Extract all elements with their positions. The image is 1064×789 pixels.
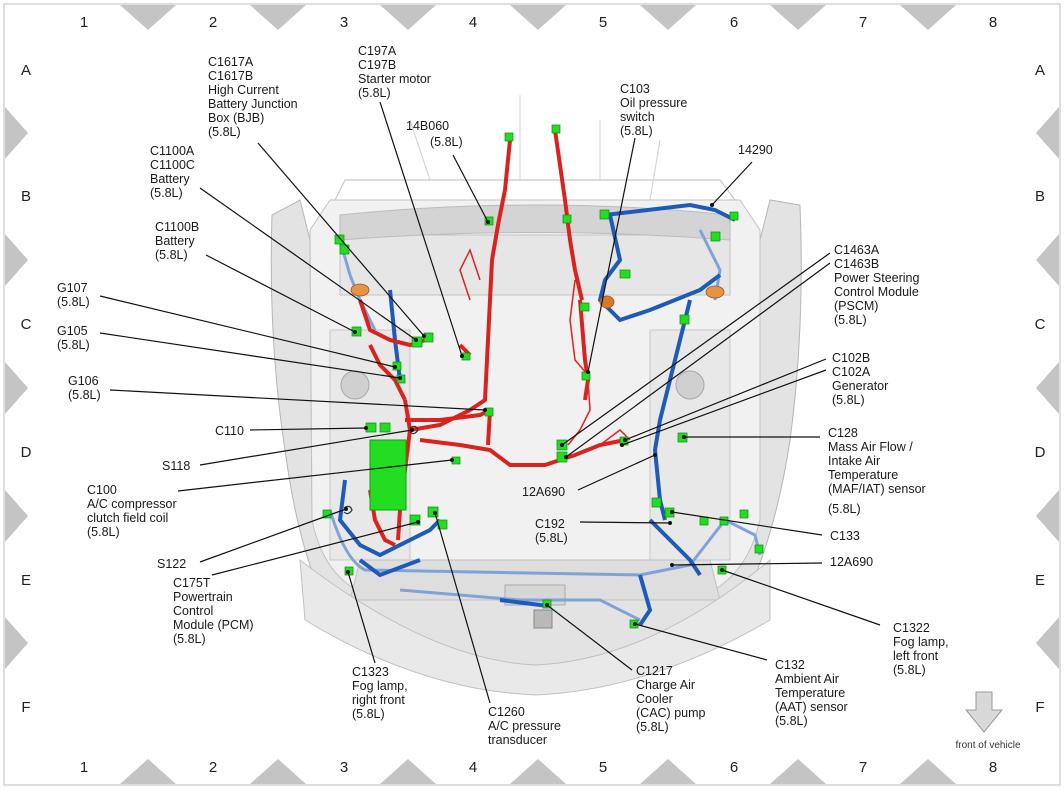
grid-col-top-8: 8 <box>989 14 997 31</box>
harness-blue <box>337 202 736 627</box>
grid-row-left-A: A <box>21 62 31 79</box>
label-c1217: C1217 Charge Air Cooler (CAC) pump (5.8L… <box>636 664 709 734</box>
label-c1260: C1260 A/C pressure transducer <box>488 705 564 747</box>
grid-col-bottom-4: 4 <box>469 759 477 776</box>
grid-marker-top-6 <box>770 5 826 30</box>
down-arrow-icon <box>964 691 1004 733</box>
grid-row-right-F: F <box>1035 699 1044 716</box>
grid-marker-top-3 <box>380 5 436 30</box>
grid-marker-bottom-7 <box>900 759 956 784</box>
label-c110: C110 <box>215 424 244 438</box>
grid-marker-top-4 <box>510 5 566 30</box>
front-of-vehicle-indicator: front of vehicle <box>955 691 1021 751</box>
grid-row-left-E: E <box>21 572 31 589</box>
grid-marker-bottom-3 <box>380 759 436 784</box>
grid-marker-left-5 <box>5 617 28 669</box>
grid-row-left-D: D <box>21 444 32 461</box>
label-g107: G107 (5.8L) <box>57 281 91 309</box>
grid-marker-top-1 <box>120 5 176 30</box>
label-c175t: C175T Powertrain Control Module (PCM) (5… <box>173 576 257 646</box>
grid-col-top-6: 6 <box>730 14 738 31</box>
grid-marker-right-1 <box>1036 107 1059 159</box>
grid-col-top-1: 1 <box>80 14 88 31</box>
label-c192: C192 (5.8L) <box>535 517 568 545</box>
grid-marker-left-2 <box>5 234 28 286</box>
label-c1323: C1323 Fog lamp, right front (5.8L) <box>352 665 411 721</box>
grid-marker-bottom-2 <box>250 759 306 784</box>
grid-col-top-4: 4 <box>469 14 477 31</box>
grid-col-top-3: 3 <box>340 14 348 31</box>
grid-col-bottom-6: 6 <box>730 759 738 776</box>
grid-marker-right-5 <box>1036 617 1059 669</box>
grid-marker-right-3 <box>1036 362 1059 414</box>
grid-col-top-2: 2 <box>209 14 217 31</box>
grid-row-right-D: D <box>1035 444 1046 461</box>
label-c103: C103 Oil pressure switch (5.8L) <box>620 82 691 138</box>
label-c100: C100 A/C compressor clutch field coil (5… <box>87 483 180 539</box>
grid-row-left-B: B <box>21 188 31 205</box>
label-c133: C133 <box>830 529 860 543</box>
grid-marker-right-2 <box>1036 234 1059 286</box>
vehicle-body <box>270 95 802 696</box>
label-g106: G106 (5.8L) <box>68 374 102 402</box>
leader-arrowheads <box>344 203 724 626</box>
grid-marker-bottom-1 <box>120 759 176 784</box>
label-c1617: C1617A C1617B High Current Battery Junct… <box>208 55 301 139</box>
label-12a690-left: 12A690 <box>522 485 565 499</box>
grid-marker-top-5 <box>640 5 696 30</box>
label-c197: C197A C197B Starter motor (5.8L) <box>358 44 434 100</box>
front-of-vehicle-label: front of vehicle <box>955 740 1020 751</box>
grid-row-right-B: B <box>1035 188 1045 205</box>
pcm-module <box>369 439 407 511</box>
grid-col-bottom-3: 3 <box>340 759 348 776</box>
splices <box>343 425 419 515</box>
label-c1322: C1322 Fog lamp, left front (5.8L) <box>893 621 952 677</box>
grid-row-left-F: F <box>21 699 30 716</box>
grid-col-bottom-5: 5 <box>599 759 607 776</box>
label-c132: C132 Ambient Air Temperature (AAT) senso… <box>775 658 851 728</box>
grid-marker-right-4 <box>1036 490 1059 542</box>
harness-red <box>358 129 626 547</box>
grid-marker-top-7 <box>900 5 956 30</box>
orange-components <box>350 283 725 309</box>
diagram-border <box>3 3 1061 786</box>
label-g105: G105 (5.8L) <box>57 324 91 352</box>
label-c1100ac: C1100A C1100C Battery (5.8L) <box>150 144 198 200</box>
label-c128: C128 Mass Air Flow / Intake Air Temperat… <box>828 426 929 516</box>
grid-marker-left-1 <box>5 107 28 159</box>
leader-lines <box>99 101 881 704</box>
grid-col-top-7: 7 <box>859 14 867 31</box>
grid-marker-left-3 <box>5 362 28 414</box>
label-s122: S122 <box>157 557 186 571</box>
grid-col-bottom-7: 7 <box>859 759 867 776</box>
label-c1100b: C1100B Battery (5.8L) <box>155 220 203 262</box>
label-c102: C102B C102A Generator (5.8L) <box>832 351 892 407</box>
callout-labels: C197A C197B Starter motor (5.8L) C1617A … <box>57 44 952 747</box>
label-12a690-right: 12A690 <box>830 555 873 569</box>
label-14b060: 14B060 (5.8L) <box>406 119 463 149</box>
grid-marker-bottom-4 <box>510 759 566 784</box>
grid-row-left-C: C <box>21 316 32 333</box>
grid-col-bottom-1: 1 <box>80 759 88 776</box>
label-c1463: C1463A C1463B Power Steering Control Mod… <box>834 243 923 327</box>
grid-col-bottom-2: 2 <box>209 759 217 776</box>
label-14290: 14290 <box>738 143 773 157</box>
grid-marker-bottom-6 <box>770 759 826 784</box>
grid-marker-bottom-5 <box>640 759 696 784</box>
grid-row-right-E: E <box>1035 572 1045 589</box>
label-s118: S118 <box>162 459 190 473</box>
grid-marker-left-4 <box>5 490 28 542</box>
grid-col-bottom-8: 8 <box>989 759 997 776</box>
grid-markers <box>5 5 1059 784</box>
grid-row-right-C: C <box>1035 316 1046 333</box>
grid-col-top-5: 5 <box>599 14 607 31</box>
grid-marker-top-2 <box>250 5 306 30</box>
grid-row-right-A: A <box>1035 62 1045 79</box>
